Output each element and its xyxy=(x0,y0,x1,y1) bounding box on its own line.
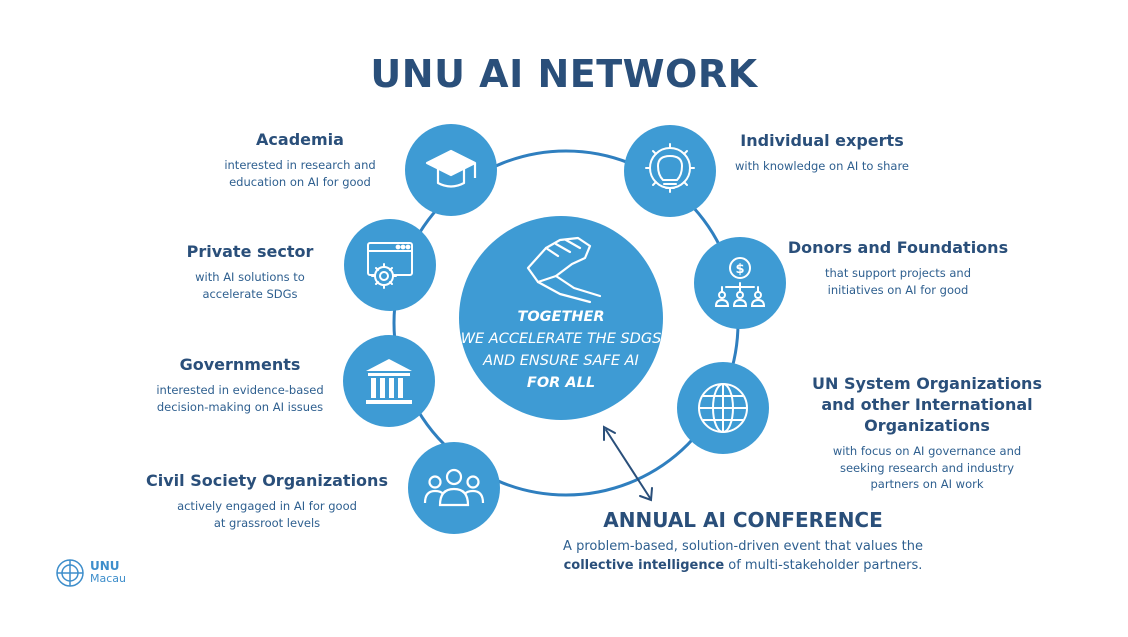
conference-desc-bold: collective intelligence xyxy=(563,558,725,573)
academia-desc-line: interested in research and xyxy=(224,158,376,172)
un-system-title-line: UN System Organizations xyxy=(812,374,1042,393)
conference-desc-line-1: A problem-based, solution-driven event t… xyxy=(563,539,923,554)
un-system-desc-line: with focus on AI governance and xyxy=(832,444,1022,458)
center-line-3: AND ENSURE SAFE AI xyxy=(483,353,639,369)
un-system-desc: with focus on AI governance and seeking … xyxy=(762,443,1092,493)
private-sector-desc: with AI solutions to accelerate SDGs xyxy=(160,269,340,302)
handshake-icon xyxy=(526,236,602,304)
un-emblem-icon xyxy=(56,559,84,587)
individual-experts-label: Individual experts with knowledge on AI … xyxy=(722,130,922,175)
government-building-icon xyxy=(366,359,412,404)
dollar-donors-icon xyxy=(714,257,766,307)
academia-desc-line: education on AI for good xyxy=(229,174,371,189)
private-sector-node xyxy=(344,219,436,311)
un-system-title-line: and other International Organizations xyxy=(821,395,1033,435)
individual-experts-title: Individual experts xyxy=(740,131,904,150)
browser-gear-icon xyxy=(367,242,413,289)
private-sector-desc-line: accelerate SDGs xyxy=(202,286,298,301)
center-line-4: FOR ALL xyxy=(526,375,596,391)
academia-desc: interested in research and education on … xyxy=(200,157,400,190)
governments-title: Governments xyxy=(179,355,301,374)
globe-icon xyxy=(698,383,748,433)
conference-desc-line-2: collective intelligence of multi-stakeho… xyxy=(530,556,956,575)
conference-desc: A problem-based, solution-driven event t… xyxy=(530,537,956,575)
civil-society-title: Civil Society Organizations xyxy=(146,471,388,490)
governments-desc-line: decision-making on AI issues xyxy=(156,399,324,414)
center-line-1: TOGETHER xyxy=(517,309,605,325)
conference-desc-rest: of multi-stakeholder partners. xyxy=(724,558,923,573)
private-sector-desc-line: with AI solutions to xyxy=(195,270,305,284)
center-line-2: WE ACCELERATE THE SDGS xyxy=(460,331,662,347)
civil-society-desc: actively engaged in AI for good at grass… xyxy=(134,498,400,531)
donors-title: Donors and Foundations xyxy=(787,238,1009,257)
donors-desc: that support projects and initiatives on… xyxy=(778,265,1018,298)
conference-title: ANNUAL AI CONFERENCE xyxy=(603,508,883,532)
civil-society-desc-line: actively engaged in AI for good xyxy=(177,499,357,513)
civil-society-label: Civil Society Organizations actively eng… xyxy=(134,470,400,531)
governments-desc-line: interested in evidence-based xyxy=(156,383,324,397)
academia-label: Academia interested in research and educ… xyxy=(200,129,400,190)
donors-desc-line: that support projects and xyxy=(824,266,971,280)
academia-title: Academia xyxy=(256,130,344,149)
dollar-sign: $ xyxy=(735,262,744,277)
conference-arrow xyxy=(603,425,653,502)
center-circle xyxy=(459,216,663,420)
center-statement: TOGETHER WE ACCELERATE THE SDGS AND ENSU… xyxy=(460,306,662,394)
donors-label: Donors and Foundations that support proj… xyxy=(778,237,1018,298)
governments-desc: interested in evidence-based decision-ma… xyxy=(140,382,340,415)
private-sector-title: Private sector xyxy=(186,242,314,261)
logo-city: Macau xyxy=(90,572,126,585)
civil-society-desc-line: at grassroot levels xyxy=(213,515,321,530)
un-system-desc-line: partners on AI work xyxy=(870,477,984,491)
un-system-desc-line: seeking research and industry xyxy=(839,460,1015,475)
lightbulb-gear-icon xyxy=(645,143,695,193)
graduation-cap-icon xyxy=(425,149,477,188)
donors-desc-line: initiatives on AI for good xyxy=(827,282,969,297)
private-sector-label: Private sector with AI solutions to acce… xyxy=(160,241,340,302)
page-title: UNU AI NETWORK xyxy=(370,52,758,96)
unu-macau-logo: UNU Macau xyxy=(54,558,144,588)
people-group-icon xyxy=(423,468,485,507)
individual-experts-desc-line: with knowledge on AI to share xyxy=(734,159,910,173)
un-system-label: UN System Organizations and other Intern… xyxy=(762,373,1092,493)
individual-experts-desc: with knowledge on AI to share xyxy=(722,158,922,175)
governments-label: Governments interested in evidence-based… xyxy=(140,354,340,415)
logo-name: UNU xyxy=(90,559,120,573)
individual-experts-node xyxy=(624,125,716,217)
